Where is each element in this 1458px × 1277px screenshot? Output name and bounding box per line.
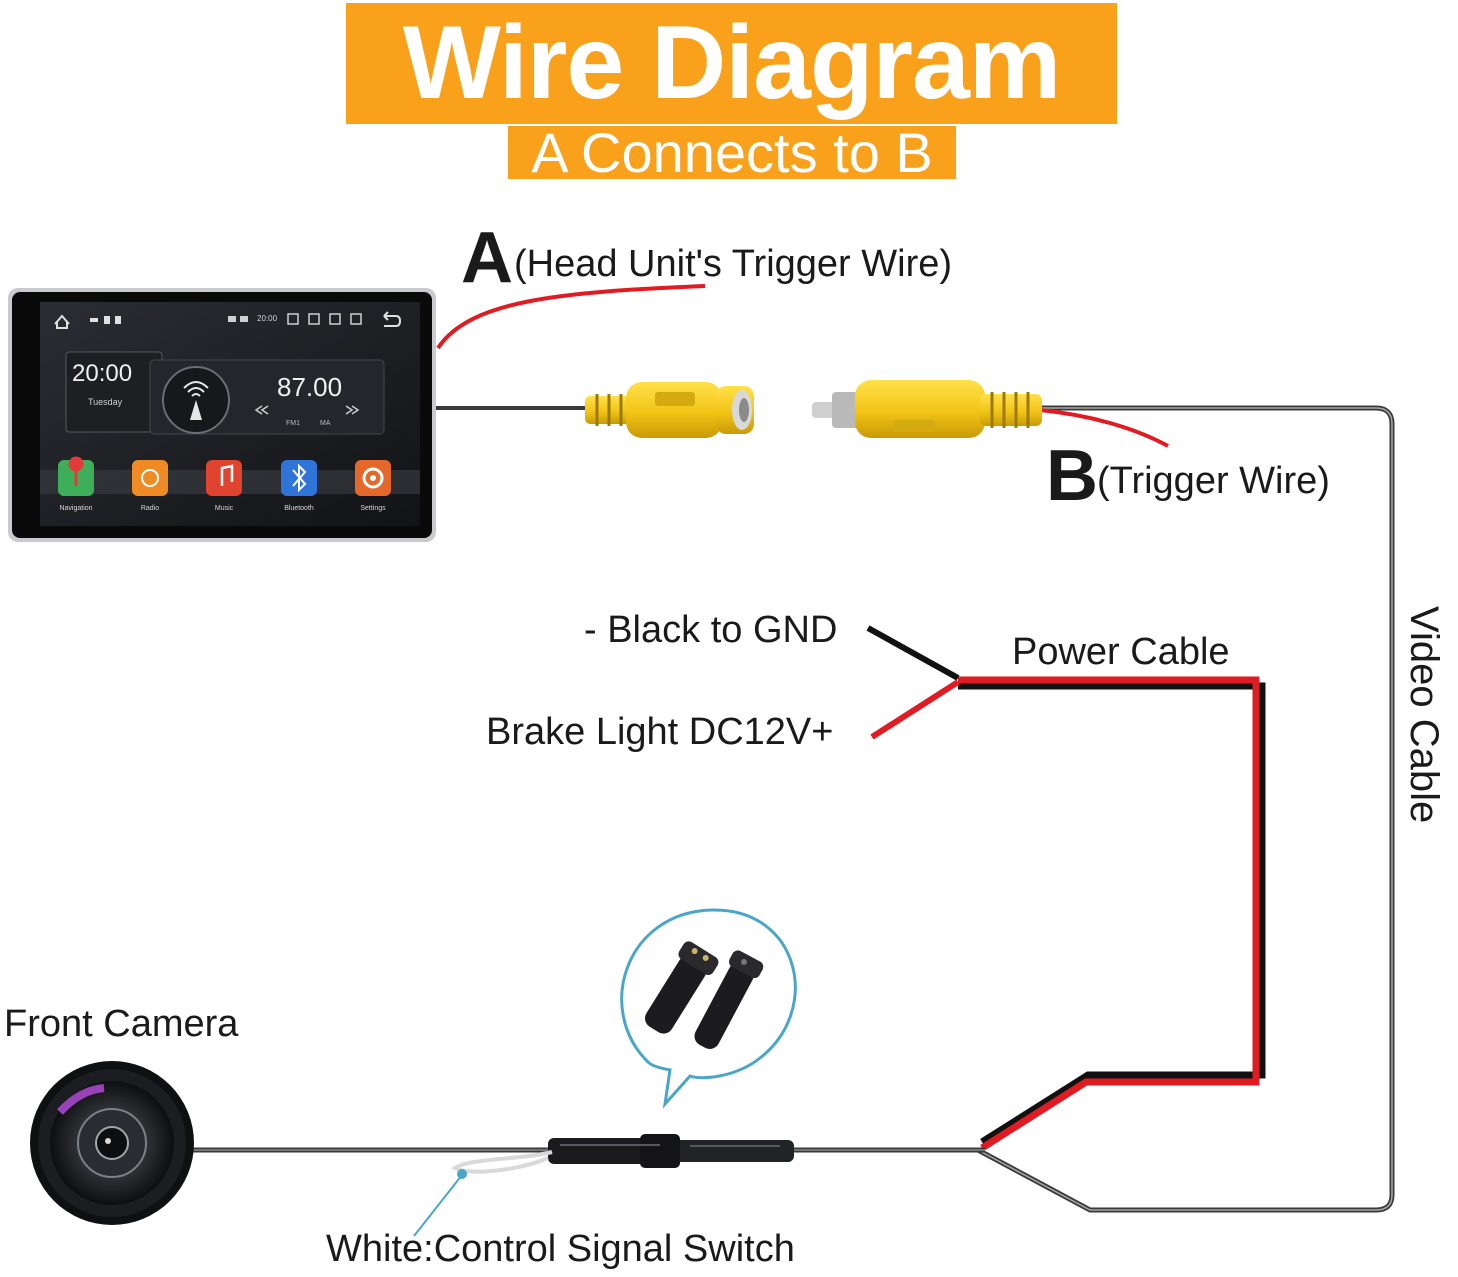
label-power-cable: Power Cable [1012,631,1230,673]
label-front-camera: Front Camera [4,1003,239,1045]
head-unit-trigger-wire [436,284,706,350]
app-label-bluetooth: Bluetooth [284,505,314,512]
label-video-cable: Video Cable [1402,606,1446,824]
radio-frequency: 87.00 [277,372,343,402]
home-icon [54,314,70,329]
head-unit-clock-day: Tuesday [88,397,123,407]
prev-icon [254,405,269,415]
camera-trigger-wire [1039,408,1169,448]
app-label-navigation: Navigation [59,505,93,512]
connector-callout [620,908,797,1109]
label-b-letter: B [1046,436,1098,516]
app-label-settings: Settings [360,505,386,512]
music-app-icon [206,460,242,496]
female-rca-connector [585,382,754,438]
app-label-radio: Radio [140,505,160,512]
status-icons [228,313,362,325]
white-signal-pointer [413,1174,463,1237]
male-rca-connector [812,380,1042,438]
gnd-lead-black [866,625,960,681]
radio-app-icon [132,460,168,496]
label-brake-light: Brake Light DC12V+ [486,711,834,753]
diagram-subtitle: A Connects to B [508,125,956,181]
label-white-signal: White:Control Signal Switch [326,1228,795,1270]
label-a-text: (Head Unit's Trigger Wire) [514,243,953,285]
head-unit [8,288,436,542]
diagram-title: Wire Diagram [346,3,1117,124]
label-black-gnd: - Black to GND [584,609,838,651]
label-a-letter: A [461,218,513,298]
power-cable-black [958,682,1266,1145]
white-signal-wire [451,1150,553,1174]
video-cable-wire [976,405,1395,1213]
radio-band-b: MA [320,420,331,427]
brake-lead-red [870,679,960,740]
next-icon [345,405,360,415]
front-camera [30,1061,194,1225]
radio-band-a: FM1 [286,420,300,427]
app-label-music: Music [214,505,234,512]
head-unit-clock-time: 20:00 [72,360,133,387]
app-icons [58,456,391,496]
back-icon [383,311,402,327]
inline-connector [548,1134,794,1168]
power-cable-red [958,676,1260,1151]
head-unit-status-time: 20:00 [257,314,278,323]
label-b-text: (Trigger Wire) [1097,460,1330,502]
